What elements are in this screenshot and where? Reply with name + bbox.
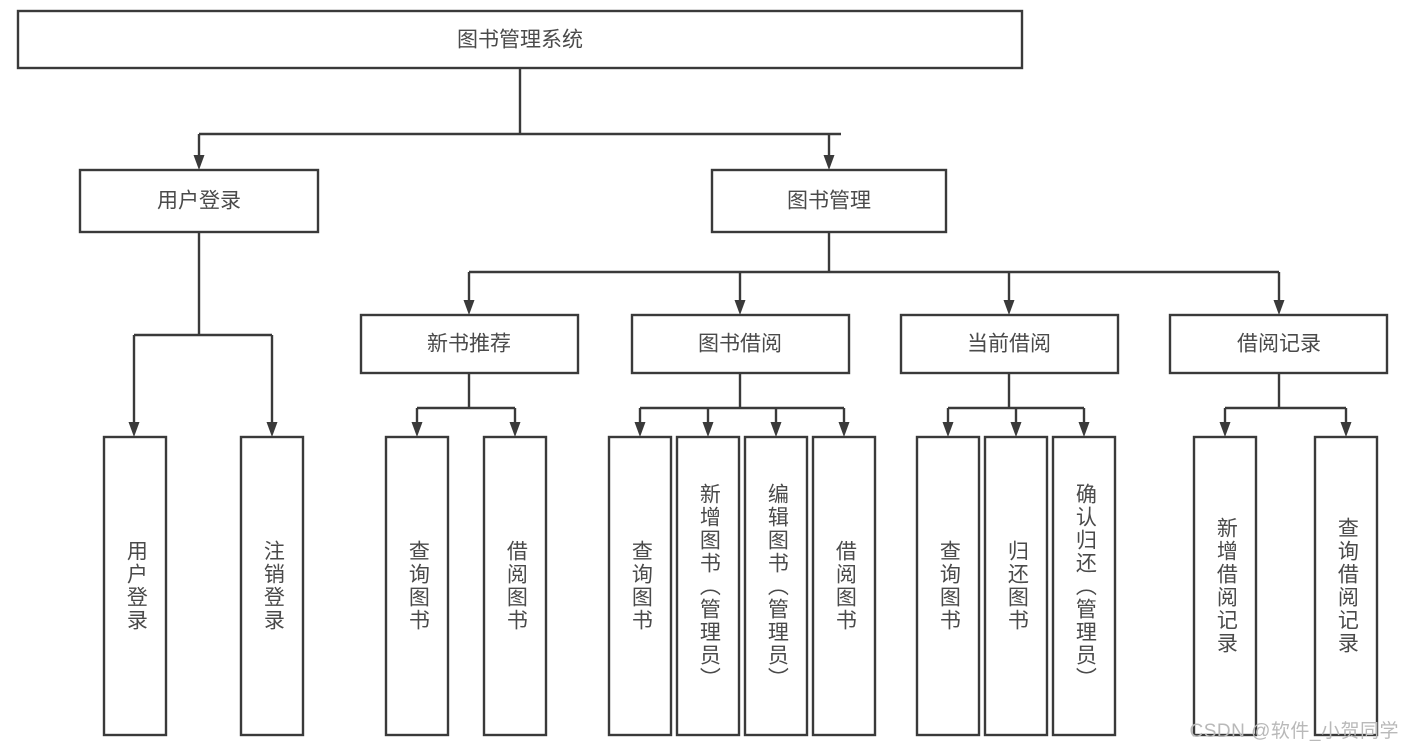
leaf-box-group — [102, 435, 1379, 737]
watermark-text: CSDN @软件_小贺同学 — [1189, 721, 1399, 742]
arrowhead-leaf-6 — [702, 422, 714, 437]
leaf-node-box[interactable] — [1051, 435, 1117, 737]
arrowhead-new-book — [463, 300, 475, 315]
arrowhead-current-borrow — [1003, 300, 1015, 315]
arrowhead-leaf-1 — [128, 422, 140, 437]
node-root-box[interactable] — [16, 9, 1024, 70]
node-book-management-box[interactable] — [710, 168, 948, 234]
arrowhead-leaf-10 — [1010, 422, 1022, 437]
connector-current-borrow-to-leaves — [942, 373, 1090, 437]
arrowhead-leaf-4 — [509, 422, 521, 437]
leaf-node-box[interactable] — [915, 435, 981, 737]
arrowhead-leaf-13 — [1340, 422, 1352, 437]
arrowhead-leaf-3 — [411, 422, 423, 437]
connector-book-borrow-to-leaves — [634, 373, 850, 437]
node-book-borrow[interactable]: 图书借阅 — [630, 313, 851, 375]
connector-book-mgmt-to-level2 — [463, 232, 1285, 315]
connector-borrow-record-to-leaves — [1219, 373, 1352, 437]
leaf-node-box[interactable] — [1192, 435, 1258, 737]
leaf-node-box[interactable] — [675, 435, 741, 737]
node-root-label: 图书管理系统 — [457, 29, 583, 52]
leaf-node-box[interactable] — [983, 435, 1049, 737]
arrowhead-leaf-7 — [770, 422, 782, 437]
arrowhead-borrow-record — [1273, 300, 1285, 315]
node-user-login[interactable]: 用户登录 — [78, 168, 320, 234]
arrowhead-user-login — [193, 155, 205, 170]
leaf-node-box[interactable] — [384, 435, 450, 737]
leaf-node-box[interactable] — [482, 435, 548, 737]
arrowhead-book-borrow — [734, 300, 746, 315]
node-new-book-recommend-box[interactable] — [359, 313, 580, 375]
connector-new-book-to-leaves — [411, 373, 521, 437]
arrowhead-leaf-12 — [1219, 422, 1231, 437]
node-borrow-record-label: 借阅记录 — [1237, 333, 1321, 356]
arrowhead-leaf-9 — [942, 422, 954, 437]
leaf-node-box[interactable] — [1313, 435, 1379, 737]
node-borrow-record-box[interactable] — [1168, 313, 1389, 375]
node-borrow-record[interactable]: 借阅记录 — [1168, 313, 1389, 375]
node-new-book-recommend[interactable]: 新书推荐 — [359, 313, 580, 375]
connector-root-to-level1 — [193, 68, 841, 170]
node-book-management-label: 图书管理 — [787, 190, 871, 213]
node-book-borrow-box[interactable] — [630, 313, 851, 375]
leaf-node-box[interactable] — [102, 435, 168, 737]
node-current-borrow-box[interactable] — [899, 313, 1120, 375]
arrowhead-leaf-2 — [266, 422, 278, 437]
connector-user-login-to-leaves — [128, 232, 278, 437]
arrowhead-leaf-5 — [634, 422, 646, 437]
arrowhead-book-mgmt — [823, 155, 835, 170]
arrowhead-leaf-11 — [1078, 422, 1090, 437]
node-root[interactable]: 图书管理系统 — [16, 9, 1024, 70]
node-book-management[interactable]: 图书管理 — [710, 168, 948, 234]
node-user-login-label: 用户登录 — [157, 190, 241, 213]
node-book-borrow-label: 图书借阅 — [698, 333, 782, 356]
leaf-node-box[interactable] — [607, 435, 673, 737]
node-current-borrow-label: 当前借阅 — [967, 333, 1051, 356]
leaf-node-box[interactable] — [811, 435, 877, 737]
node-current-borrow[interactable]: 当前借阅 — [899, 313, 1120, 375]
leaf-node-box[interactable] — [743, 435, 809, 737]
leaf-node-box[interactable] — [239, 435, 305, 737]
node-new-book-recommend-label: 新书推荐 — [427, 333, 511, 356]
arrowhead-leaf-8 — [838, 422, 850, 437]
